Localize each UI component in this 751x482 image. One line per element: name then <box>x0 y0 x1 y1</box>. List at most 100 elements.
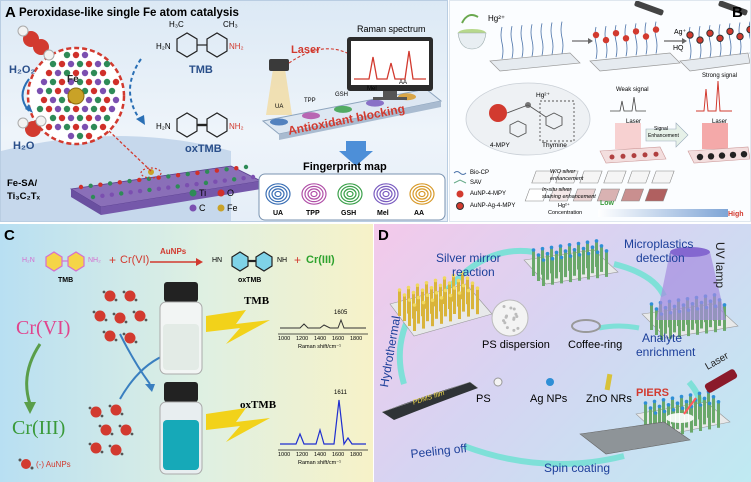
legend-sav: SAV <box>470 180 482 186</box>
fe-atom <box>67 87 85 105</box>
nanorod <box>560 257 563 284</box>
nanorod <box>435 292 438 319</box>
nanorod-tip <box>411 290 416 295</box>
slab-atom <box>90 194 96 200</box>
nanorod-tip <box>711 395 716 399</box>
nanorod-tip <box>425 293 430 297</box>
nanorod-tip <box>545 251 550 256</box>
chip-stage-2 <box>589 52 681 72</box>
lattice-atom <box>45 69 53 77</box>
fingerprint-ring-gsh <box>337 183 363 205</box>
nanorod-tip <box>412 303 417 307</box>
slab-atom <box>100 193 105 199</box>
h2o-molecule <box>17 115 47 137</box>
spectrum-oxtmb <box>278 399 368 451</box>
cycle-arrow-down <box>119 333 151 385</box>
uv-lamp <box>656 252 726 320</box>
fe-label: Fe <box>67 74 79 85</box>
tmb-small-label: TMB <box>58 277 74 284</box>
nanorod-tip <box>652 399 657 404</box>
aunp-ligand <box>122 332 126 336</box>
weak-spot <box>609 154 615 160</box>
aunp-ligand <box>98 424 102 428</box>
tmb-label: TMB <box>189 64 213 76</box>
nanorod-tip <box>407 298 412 302</box>
lattice-atom <box>67 78 75 86</box>
lattice-atom <box>72 123 80 131</box>
nanorod-tip <box>707 401 712 406</box>
aunp-ligand <box>88 442 92 446</box>
vial-tmb <box>159 282 203 375</box>
lattice-atom <box>76 114 84 122</box>
tmb-nh2-left-c: H₂N <box>22 257 35 264</box>
nanorod-tip <box>549 245 554 250</box>
nanorod <box>476 288 479 315</box>
loop-arrow-top-right <box>613 261 667 298</box>
agnps-legend-label: Ag NPs <box>530 393 568 405</box>
aunp-particle <box>94 310 106 322</box>
aunp-ligand <box>120 452 124 456</box>
legend-icons-b <box>453 171 467 210</box>
nanorod-tip <box>684 399 689 404</box>
aunp-ligand <box>132 310 136 314</box>
uv-lamp-label: UV lamp <box>713 242 727 289</box>
array-well <box>548 188 572 202</box>
enhancement-arrow <box>645 122 689 148</box>
aunps-label: AuNPs <box>160 247 187 256</box>
conc-label-2: Concentration <box>548 210 583 216</box>
nanorod-tip <box>452 286 457 290</box>
nanorod-tip <box>415 283 420 287</box>
microplastics-1: Microplastics <box>624 237 694 251</box>
lattice-atom <box>58 78 66 86</box>
nanorod-tip <box>460 271 465 275</box>
nanorod <box>403 295 406 321</box>
aunp-ligand <box>88 406 92 410</box>
nanorod <box>591 247 594 274</box>
lattice-atom <box>103 114 111 122</box>
nanorod-tip <box>475 286 480 290</box>
sample-belt <box>261 88 443 140</box>
weak-signal-label: Weak signal <box>616 87 649 93</box>
nanorod-tip <box>581 246 586 251</box>
lattice-atom <box>58 96 66 104</box>
dna-strand <box>530 24 534 57</box>
spin-coat-slab <box>579 421 691 455</box>
nanorod <box>717 401 720 428</box>
nanorod-tip <box>433 278 438 283</box>
strong-glow <box>702 123 728 149</box>
lattice-atom <box>72 51 80 59</box>
lattice-atom <box>99 87 107 95</box>
slab-atom <box>195 170 200 176</box>
lightning-bottom <box>206 408 270 442</box>
ag-np-icon <box>546 378 554 386</box>
lattice-atom <box>49 78 57 86</box>
nanorod-tip <box>424 281 429 285</box>
row2-label-1: In-situ silver <box>542 187 572 193</box>
nanorod <box>398 290 401 316</box>
nanorod <box>678 311 681 338</box>
laser-pen-d <box>704 369 738 393</box>
plus-1: + <box>109 253 117 267</box>
nanoparticle <box>612 30 620 37</box>
array-well <box>531 170 555 184</box>
panel-b-graphics <box>453 1 750 217</box>
nanorod <box>564 251 567 278</box>
lattice-atom <box>76 78 84 86</box>
lattice-atom <box>63 51 71 59</box>
nanorod <box>660 314 663 340</box>
nanorod-tip <box>536 253 541 257</box>
ps-particle <box>502 304 506 308</box>
aunp-ligand <box>100 414 104 418</box>
nanorod-tip <box>586 251 591 256</box>
nanoparticle <box>602 36 610 44</box>
nanorod-tip <box>662 409 667 414</box>
nanorod <box>696 308 699 335</box>
slab-atom <box>107 181 113 186</box>
nanoparticle <box>726 27 734 36</box>
lattice-atom <box>94 60 102 68</box>
fingerprint-ring-tpp <box>310 190 318 198</box>
row2-label-2: staining enhancement <box>542 194 596 200</box>
lattice-atom <box>40 78 48 86</box>
nanorod-tip <box>702 396 707 401</box>
nanorod-tip <box>420 288 425 292</box>
